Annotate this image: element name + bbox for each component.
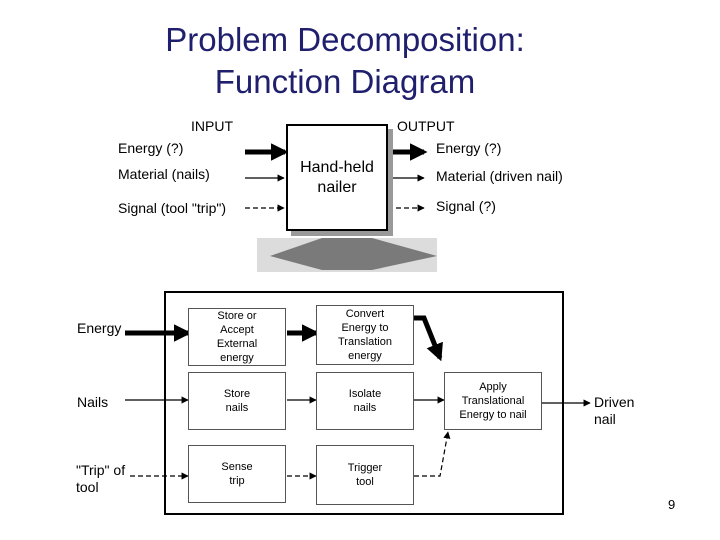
store-energy-line4: energy <box>220 352 254 364</box>
trip-input-label-line1: "Trip" of <box>76 462 126 478</box>
trigger-to-apply-arrow <box>414 431 451 477</box>
convert-to-apply-arrow <box>414 315 443 362</box>
main-function-line2: nailer <box>317 178 357 196</box>
input-signal-label: Signal (tool "trip") <box>118 200 226 216</box>
convert-energy-box: Convert Energy to Translation energy <box>316 305 414 365</box>
input-heading: INPUT <box>191 118 233 134</box>
driven-nail-label-line2: nail <box>594 411 616 427</box>
store-nails-line2: nails <box>225 402 249 414</box>
store-energy-line3: External <box>216 338 258 350</box>
store-nails-line1: Store <box>223 388 251 400</box>
slide-title-line1: Problem Decomposition: <box>165 21 525 58</box>
output-material-label: Material (driven nail) <box>436 168 563 184</box>
apply-energy-line1: Apply <box>479 381 507 393</box>
trigger-tool-line2: tool <box>356 476 374 488</box>
decomposition-frame <box>164 291 564 515</box>
sense-trip-line2: trip <box>229 475 245 487</box>
input-material-label: Material (nails) <box>118 166 210 182</box>
trigger-tool-line1: Trigger <box>347 462 383 474</box>
store-energy-box: Store or Accept External energy <box>188 308 286 366</box>
convert-energy-line4: energy <box>348 350 382 362</box>
output-signal-label: Signal (?) <box>436 198 496 214</box>
apply-energy-line2: Translational <box>461 395 525 407</box>
convert-energy-line1: Convert <box>345 308 385 320</box>
isolate-nails-line1: Isolate <box>348 388 382 400</box>
trigger-tool-box: Trigger tool <box>316 445 414 505</box>
convert-energy-line2: Energy to <box>341 322 389 334</box>
slide-title-line2: Function Diagram <box>214 63 476 100</box>
sense-trip-box: Sense trip <box>188 445 286 503</box>
isolate-nails-box: Isolate nails <box>316 372 414 430</box>
input-energy-label: Energy (?) <box>118 140 184 156</box>
apply-energy-line3: Energy to nail <box>459 409 527 421</box>
output-energy-label: Energy (?) <box>436 140 502 156</box>
driven-nail-label-line1: Driven <box>594 394 635 410</box>
output-heading: OUTPUT <box>397 118 455 134</box>
convert-energy-line3: Translation <box>337 336 392 348</box>
store-nails-box: Store nails <box>188 372 286 430</box>
nails-input-label: Nails <box>77 394 109 410</box>
main-function-line1: Hand-held <box>300 158 374 176</box>
store-energy-line1: Store or <box>217 310 257 322</box>
apply-energy-box: Apply Translational Energy to nail <box>444 372 542 430</box>
store-energy-line2: Accept <box>220 324 254 336</box>
energy-input-label: Energy <box>77 320 122 336</box>
page-number: 9 <box>668 497 676 512</box>
main-function-box: Hand-held nailer <box>286 124 388 231</box>
sense-trip-line1: Sense <box>221 461 253 473</box>
trip-input-label-line2: tool <box>76 479 99 495</box>
expansion-funnel-shape <box>270 238 437 270</box>
isolate-nails-line2: nails <box>353 402 377 414</box>
